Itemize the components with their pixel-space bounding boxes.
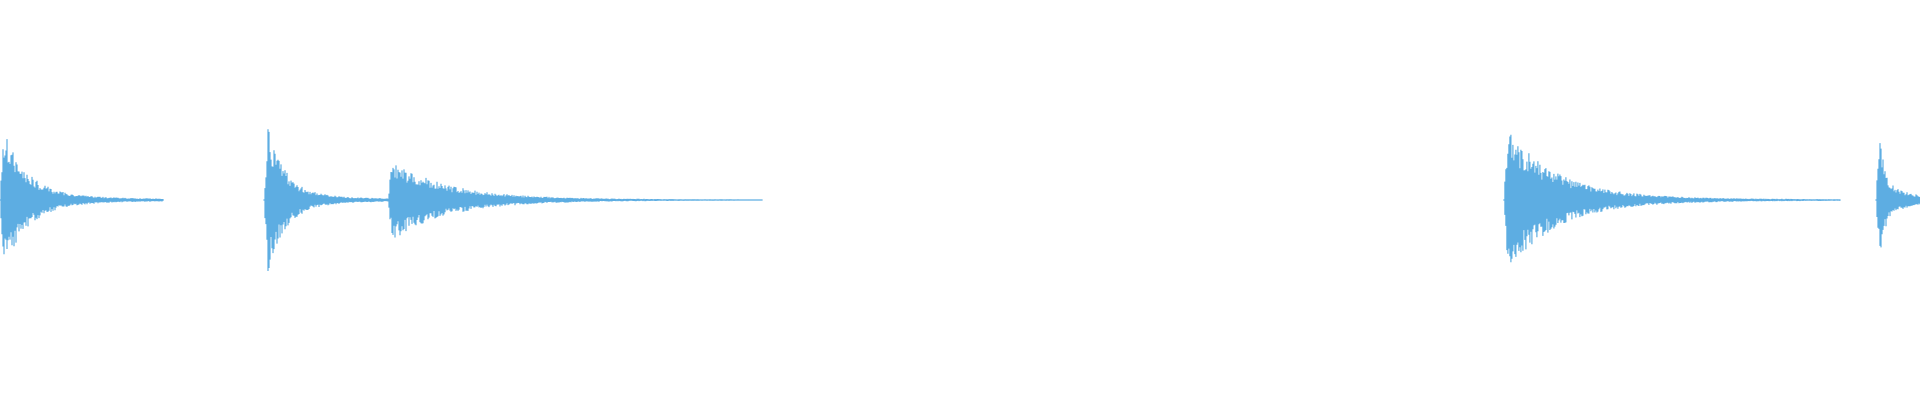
waveform-transients [0, 129, 1920, 271]
waveform-transient-hit-4 [1503, 134, 1841, 263]
waveform-transient-hit-3 [387, 165, 763, 238]
waveform-transient-hit-1 [0, 139, 164, 255]
waveform-transient-hit-5 [1875, 143, 1920, 248]
